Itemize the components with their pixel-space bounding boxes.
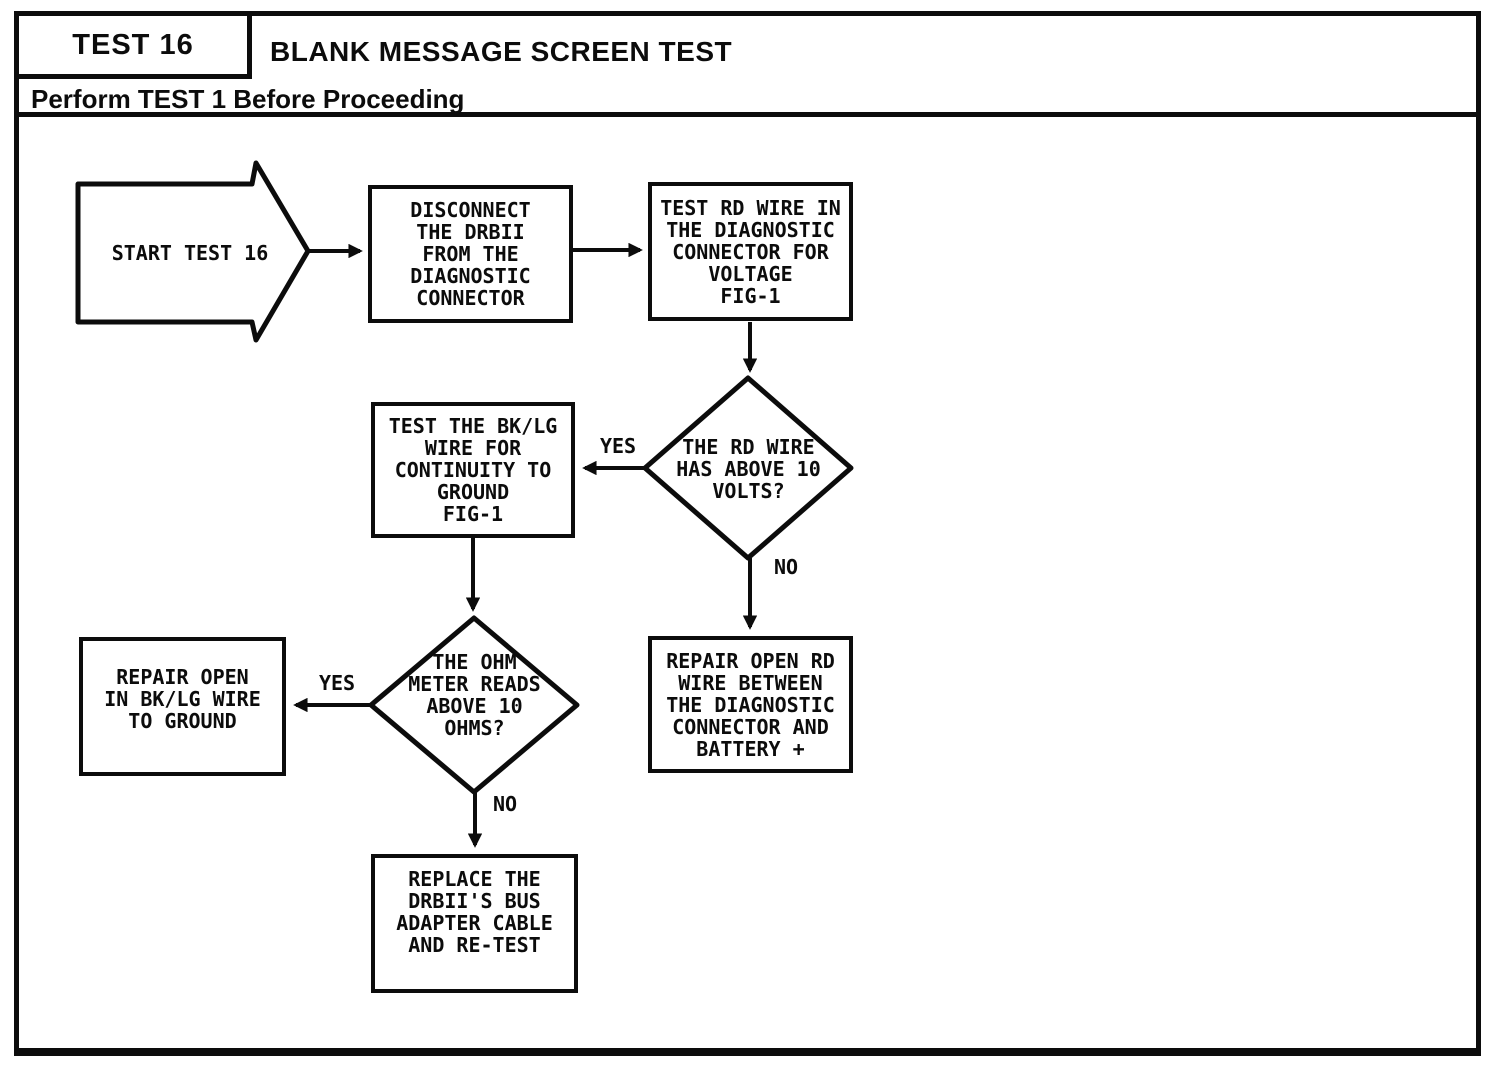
ohm-decision-text: THE OHM METER READS ABOVE 10 OHMS? (408, 650, 541, 740)
rd-yes-label: YES (599, 434, 637, 458)
test-number-box: TEST 16 (14, 11, 252, 79)
rd-no-label: NO (773, 555, 799, 579)
test-number-label: TEST 16 (72, 28, 194, 61)
header-divider (14, 112, 1481, 117)
ohm-no-label: NO (492, 792, 518, 816)
instruction-text: Perform TEST 1 Before Proceeding (31, 84, 465, 114)
start-arrow-shape (75, 160, 311, 343)
step-repair-rd-wire: REPAIR OPEN RD WIRE BETWEEN THE DIAGNOST… (648, 636, 853, 773)
step-test-rd-wire: TEST RD WIRE IN THE DIAGNOSTIC CONNECTOR… (648, 182, 853, 321)
step-disconnect-drbii: DISCONNECT THE DRBII FROM THE DIAGNOSTIC… (368, 185, 573, 323)
step-test-bklg-wire-text: TEST THE BK/LG WIRE FOR CONTINUITY TO GR… (388, 414, 558, 526)
page-title: BLANK MESSAGE SCREEN TEST (270, 36, 733, 67)
step-replace-cable-text: REPLACE THE DRBII'S BUS ADAPTER CABLE AN… (396, 866, 553, 957)
rd-wire-decision-text: THE RD WIRE HAS ABOVE 10 VOLTS? (676, 435, 821, 503)
start-node-label: START TEST 16 (111, 241, 269, 265)
step-repair-bklg-wire: REPAIR OPEN IN BK/LG WIRE TO GROUND (79, 637, 286, 776)
step-repair-bklg-wire-text: REPAIR OPEN IN BK/LG WIRE TO GROUND (104, 664, 261, 733)
step-disconnect-drbii-text: DISCONNECT THE DRBII FROM THE DIAGNOSTIC… (410, 198, 531, 310)
document-frame (14, 11, 1481, 1056)
step-replace-cable: REPLACE THE DRBII'S BUS ADAPTER CABLE AN… (371, 854, 578, 993)
step-test-bklg-wire: TEST THE BK/LG WIRE FOR CONTINUITY TO GR… (371, 402, 575, 538)
step-repair-rd-wire-text: REPAIR OPEN RD WIRE BETWEEN THE DIAGNOST… (666, 648, 835, 761)
ohm-yes-label: YES (318, 671, 356, 695)
step-test-rd-wire-text: TEST RD WIRE IN THE DIAGNOSTIC CONNECTOR… (660, 195, 841, 308)
